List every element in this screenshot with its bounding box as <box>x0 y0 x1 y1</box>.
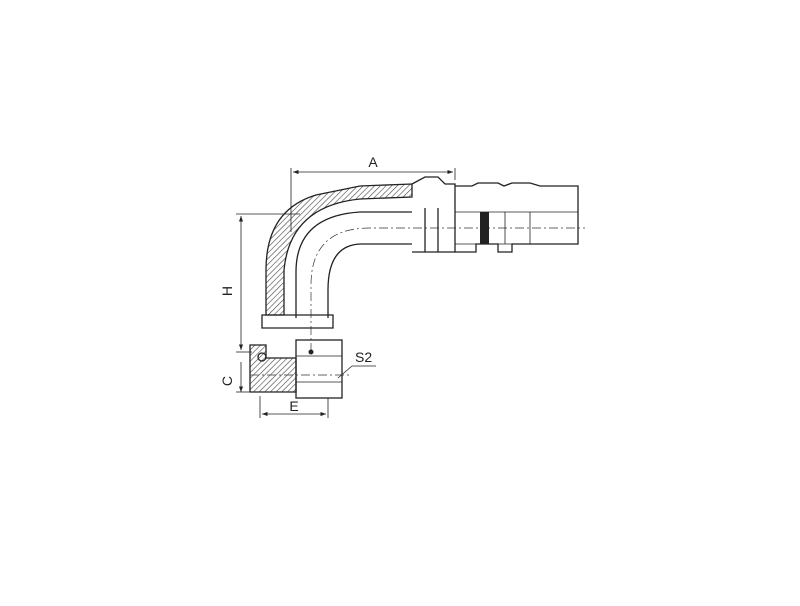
dimension-h: H <box>219 213 300 353</box>
ferrule-outline <box>411 176 456 253</box>
swivel-nut <box>249 314 350 399</box>
tube-inner-bore-lower <box>327 243 412 318</box>
dim-h-label: H <box>219 286 235 296</box>
dimension-c: C <box>219 362 252 393</box>
s2-label: S2 <box>355 349 372 365</box>
dim-a-label: A <box>368 154 378 170</box>
hose-tail <box>411 176 579 253</box>
callout-s2: S2 <box>337 349 376 379</box>
barb-profile-top <box>455 182 579 192</box>
s2-leader <box>337 365 353 379</box>
dimension-a: A <box>290 154 456 232</box>
dimension-e: E <box>259 396 329 418</box>
seat-section <box>249 344 297 393</box>
tube-inner-bore <box>295 211 412 318</box>
tube-wall-section <box>265 183 413 316</box>
barb-profile-bottom <box>455 238 579 253</box>
o-ring-band <box>480 212 489 244</box>
dim-c-label: C <box>219 376 235 386</box>
neck-ring <box>261 314 334 329</box>
bend-centerline <box>310 227 585 352</box>
dim-e-label: E <box>289 398 298 414</box>
elbow-tube-body <box>265 183 585 352</box>
nut-center-mark <box>308 349 314 355</box>
ball-detail <box>257 352 267 362</box>
nut-body <box>295 339 343 399</box>
